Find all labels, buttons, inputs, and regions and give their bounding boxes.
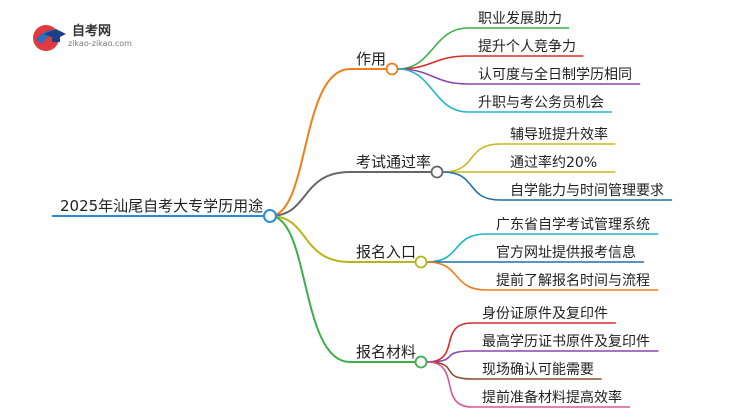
- branch-node-circle: [385, 62, 399, 76]
- leaf-connector: [397, 68, 469, 113]
- root-node-circle: [263, 209, 277, 223]
- leaf-label: 升职与考公务员机会: [478, 95, 604, 111]
- branch-connector: [269, 68, 351, 217]
- branch-label: 报名入口: [356, 243, 416, 261]
- branch-node-circle: [414, 355, 428, 369]
- leaf-label: 提前了解报名时间与流程: [496, 272, 650, 289]
- leaf-label: 通过率约20%: [510, 154, 597, 171]
- logo-mortarboard-icon: [33, 25, 66, 51]
- leaf-connector: [426, 350, 473, 363]
- leaf-connector: [442, 171, 501, 201]
- leaf-label: 现场确认可能需要: [482, 362, 594, 378]
- leaf-label: 辅导班提升效率: [510, 126, 608, 143]
- leaf-label: 身份证原件及复印件: [482, 305, 608, 322]
- leaf-connector: [397, 27, 469, 70]
- leaf-label: 职业发展助力: [478, 11, 562, 27]
- leaf-label: 提前准备材料提高效率: [482, 389, 622, 406]
- branch-label: 作用: [356, 50, 386, 68]
- branch-connector: [269, 215, 351, 263]
- leaf-label: 自学能力与时间管理要求: [510, 183, 664, 199]
- branch-node-circle: [430, 165, 444, 179]
- branch-label: 考试通过率: [356, 153, 431, 171]
- logo-url: zikao-zikao.com: [68, 39, 132, 48]
- branch-node-circle: [414, 255, 428, 269]
- leaf-label: 最高学历证书原件及复印件: [482, 333, 650, 350]
- branch-connector: [269, 215, 351, 363]
- leaf-connector: [426, 361, 473, 408]
- leaf-connector: [426, 322, 473, 363]
- site-logo: 自考网 zikao-zikao.com: [30, 18, 150, 58]
- leaf-label: 广东省自学考试管理系统: [496, 217, 650, 233]
- leaf-connector: [442, 143, 501, 173]
- leaf-label: 认可度与全日制学历相同: [478, 66, 632, 83]
- leaf-connector: [426, 233, 487, 263]
- root-label: 2025年汕尾自考大专学历用途: [60, 197, 263, 215]
- leaf-connector: [426, 261, 487, 291]
- logo-name: 自考网: [72, 24, 112, 39]
- leaf-label: 官方网址提供报考信息: [496, 244, 636, 261]
- branch-connector: [269, 171, 351, 217]
- branch-label: 报名材料: [356, 343, 416, 361]
- leaf-label: 提升个人竞争力: [478, 38, 576, 55]
- leaf-connector: [426, 361, 473, 380]
